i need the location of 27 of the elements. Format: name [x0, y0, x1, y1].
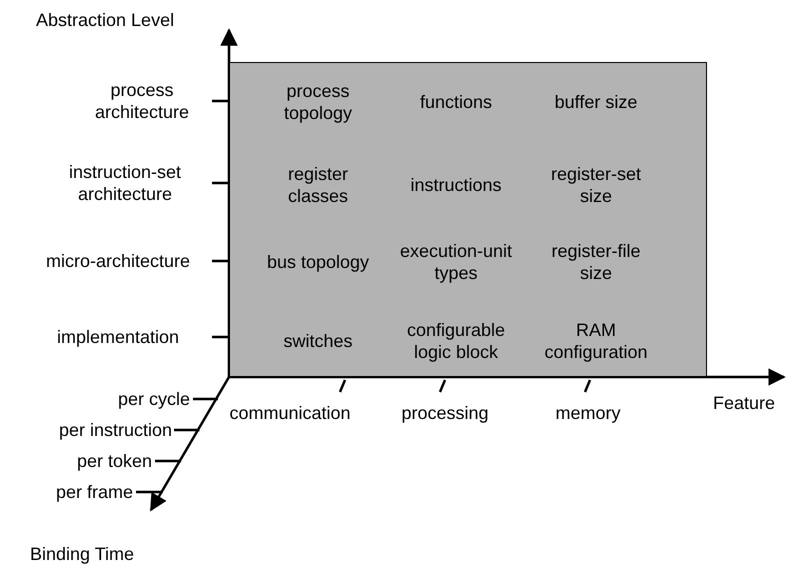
axis-label: per cycle — [118, 388, 190, 410]
axis-label: per token — [76, 450, 152, 472]
axis-label: memory — [554, 402, 622, 424]
axis-label: process architecture — [94, 79, 190, 123]
cell-text: register-set size — [550, 163, 642, 207]
axis-label: Binding Time — [30, 543, 134, 565]
axis-label: per frame — [56, 481, 133, 503]
cell-text: instructions — [409, 174, 503, 196]
cell-text: register-file size — [550, 240, 642, 284]
axis-label: implementation — [56, 326, 180, 348]
axis-label: Feature — [713, 392, 776, 414]
cell-text: execution-unit types — [398, 240, 514, 284]
cell-text: process topology — [282, 80, 354, 124]
cell-text: switches — [282, 330, 354, 352]
cell-text: configurable logic block — [406, 319, 506, 363]
cell-text: register classes — [286, 163, 350, 207]
axis-label: micro-architecture — [44, 250, 192, 272]
axis-label: per instruction — [58, 419, 172, 441]
cell-text: buffer size — [554, 91, 638, 113]
axis-label: processing — [400, 402, 490, 424]
cell-text: RAM configuration — [543, 319, 649, 363]
cell-text: bus topology — [266, 251, 370, 273]
matrix-panel — [229, 62, 707, 377]
axis-label: instruction-set architecture — [68, 161, 182, 205]
axis-label: communication — [228, 402, 352, 424]
axis-label: Abstraction Level — [36, 9, 174, 31]
cell-text: functions — [418, 91, 494, 113]
